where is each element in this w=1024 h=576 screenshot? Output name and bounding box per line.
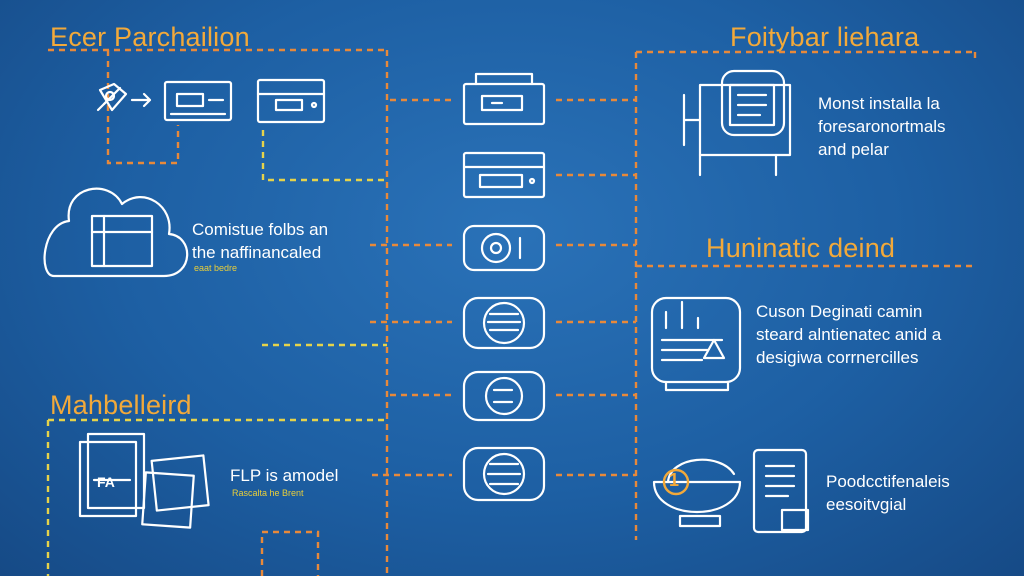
section-heading-top-left: Ecer Parchailion (50, 22, 250, 52)
section-text-middle-right: Cuson Deginati camin steard alntienatec … (756, 302, 942, 367)
satellite-icon (96, 82, 128, 112)
section-heading-middle-right: Huninatic deind (706, 233, 896, 263)
bowl-badge: 1 (669, 470, 680, 490)
server-icon (256, 78, 326, 124)
section-caption-bottom-left: Rascalta he Brent (232, 488, 304, 498)
circuit-board-icon (163, 80, 233, 122)
section-caption-middle-left: eaat bedre (194, 263, 238, 273)
coil-icon (462, 446, 546, 502)
arrow-right-icon (130, 92, 152, 108)
coil-icon (462, 296, 546, 350)
document-stack-icon (78, 432, 210, 529)
printer-icon (462, 72, 546, 126)
connector-lines (46, 48, 977, 576)
section-text-middle-left: Comistue folbs an the naffinancaled (192, 220, 329, 262)
document-badge: FA (97, 474, 115, 490)
cloud-icon (43, 187, 189, 278)
bowl-device-icon (652, 458, 742, 528)
section-text-top-right: Monst installa la foresaronortmals and p… (818, 94, 946, 159)
circle-logo-icon (462, 370, 546, 422)
lab-equipment-icon (650, 296, 742, 392)
section-text-bottom-left: FLP is amodel (230, 466, 339, 485)
tablet-icon (752, 448, 810, 534)
section-text-bottom-right: Poodcctifenaleis eesoitvgial (826, 472, 950, 514)
disk-icon (462, 224, 546, 272)
hard-drive-icon (462, 151, 546, 199)
section-heading-top-right: Foitybar liehara (730, 22, 920, 52)
machine-icon (682, 69, 792, 177)
section-heading-bottom-left: Mahbelleird (50, 390, 192, 420)
